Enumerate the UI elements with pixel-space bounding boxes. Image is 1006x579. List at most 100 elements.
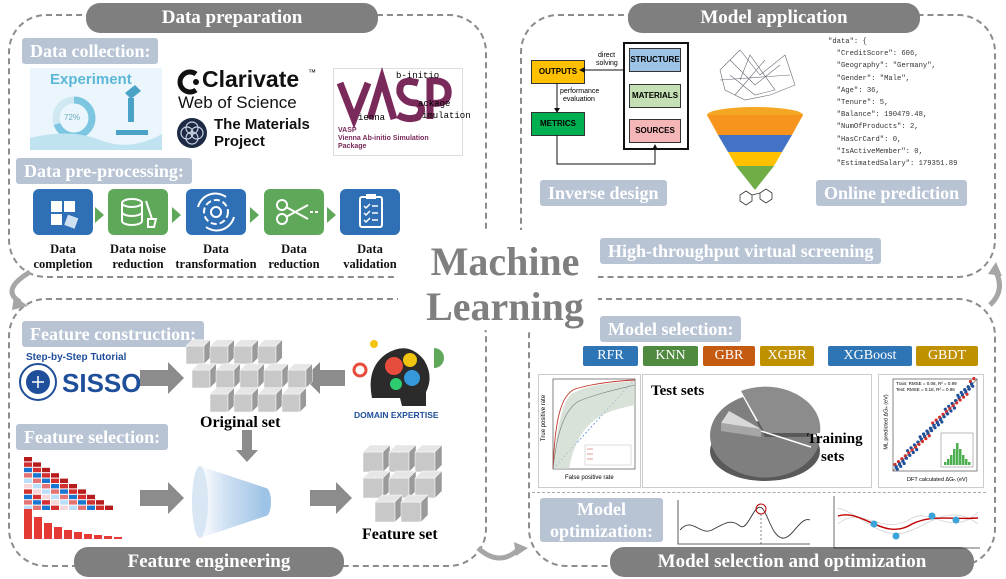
json-line: "EstimatedSalary": 179351.89 <box>828 160 958 169</box>
heatmap-cell <box>42 494 50 500</box>
parity-point <box>958 398 962 402</box>
vasp-caption-3: Package <box>338 143 367 150</box>
original-set-label: Original set <box>200 414 281 431</box>
heatmap-cell <box>24 484 32 489</box>
materials-project-line2: Project <box>214 133 265 150</box>
heatmap-cell <box>51 494 59 500</box>
feature-set-cubes <box>362 444 443 523</box>
step-arrows <box>95 207 336 223</box>
step-transform-box <box>186 189 246 235</box>
heatmap-cell <box>24 462 32 467</box>
center-gap <box>398 230 598 330</box>
heatmap-cell <box>87 494 95 500</box>
heatmap-cell <box>42 467 50 473</box>
json-line: "HasCrCard": 0, <box>828 135 902 144</box>
heatmap-cell <box>87 505 95 510</box>
experiment-icon <box>30 85 162 150</box>
heatmap-cell <box>24 500 32 505</box>
model-xgbr: XGBR <box>760 346 814 366</box>
vasp-ackage: ackage <box>418 99 451 109</box>
step-reduction-label-1: Data <box>281 242 307 256</box>
heatmap-cell <box>42 473 50 478</box>
parity-point <box>924 437 928 441</box>
model-knn: KNN <box>643 346 698 366</box>
parity-point <box>899 464 903 468</box>
cube <box>362 444 391 473</box>
optimization-curve <box>677 500 811 545</box>
heatmap-cell <box>87 500 95 505</box>
heatmap-cell <box>42 484 50 489</box>
materials-box: MATERIALS <box>629 84 681 108</box>
parity-point <box>952 406 957 410</box>
metrics-box: METRICS <box>531 112 585 136</box>
scissors-icon <box>276 199 320 225</box>
clarivate-icon <box>177 69 199 95</box>
histogram-bar <box>959 449 962 465</box>
json-line: "CreditScore": 606, <box>828 50 919 59</box>
parity-point <box>942 415 946 419</box>
vasp-logo: b-initio ienna ackage imulation VASP Vie… <box>333 66 471 156</box>
parity-point <box>904 456 909 460</box>
step-noise-label-2: reduction <box>112 257 164 271</box>
heatmap-cell <box>78 489 86 494</box>
center-title-line1: Machine <box>430 239 580 284</box>
heatmap-cell <box>60 500 68 505</box>
web-of-science: Web of Science <box>178 93 297 112</box>
cube <box>287 363 313 389</box>
histogram-bar <box>968 462 971 465</box>
cube <box>281 387 307 413</box>
importance-bar <box>44 523 52 539</box>
heatmap-cell <box>51 505 59 510</box>
heatmap-cell <box>78 500 86 505</box>
importance-bar <box>54 527 62 539</box>
materials-project-line1: The Materials <box>214 116 310 133</box>
histogram-bar <box>947 459 950 465</box>
domain-expertise-graphic: DOMAIN EXPERTISE <box>352 328 450 424</box>
correlation-heatmap <box>24 457 122 539</box>
heatmap-cell <box>96 505 104 510</box>
json-line: "Balance": 190479.48, <box>828 111 928 120</box>
cube <box>257 339 283 365</box>
step-validation-box <box>340 189 400 235</box>
structure-box: STRUCTURE <box>629 48 681 72</box>
cube <box>209 387 235 413</box>
test-sets-label: Test sets <box>651 383 705 399</box>
parity-point <box>949 409 953 413</box>
json-line: "IsActiveMember": 0, <box>828 147 923 156</box>
heatmap-cell <box>24 467 32 473</box>
parity-point <box>902 461 906 466</box>
heatmap-cell <box>60 494 68 500</box>
importance-bar <box>84 534 92 539</box>
heatmap-cell <box>24 505 32 510</box>
clarivate-logo: Clarivate ™ Web of Science <box>176 66 316 112</box>
heatmap-cell <box>69 489 77 494</box>
flow-direct-2: solving <box>596 60 618 67</box>
importance-bar <box>24 509 32 539</box>
heatmap-cell <box>24 494 32 500</box>
feature-construction-label: Feature construction: <box>22 321 205 347</box>
parity-point <box>920 439 925 444</box>
heatmap-cell <box>24 473 32 478</box>
heatmap-cell <box>33 462 41 467</box>
heatmap-cell <box>69 484 77 489</box>
roc-plot-frame: False positive rate True positive rate <box>538 374 641 488</box>
feature-set-label: Feature set <box>362 526 438 543</box>
heatmap-cell <box>51 500 59 505</box>
cube <box>233 339 259 365</box>
heatmap-cell <box>24 489 32 494</box>
heatmap-cell <box>24 478 32 483</box>
experiment-card: Experiment 72% <box>30 68 162 150</box>
step-completion-box <box>33 189 93 235</box>
step-reduction-label-2: reduction <box>268 257 320 271</box>
heatmap-cell <box>51 478 59 483</box>
flow-perf-2: evaluation <box>563 96 595 103</box>
parity-point <box>967 387 971 391</box>
pie-frame: Test sets Training sets <box>642 374 872 488</box>
heatmap-cell <box>42 505 50 510</box>
brain-gears-icon <box>352 340 444 406</box>
flow-direct-1: direct <box>598 52 616 59</box>
json-line: "Gender": "Male", <box>828 74 910 83</box>
parity-legend-1: Train: RMSE = 0.06, R² = 0.99 <box>896 381 957 386</box>
